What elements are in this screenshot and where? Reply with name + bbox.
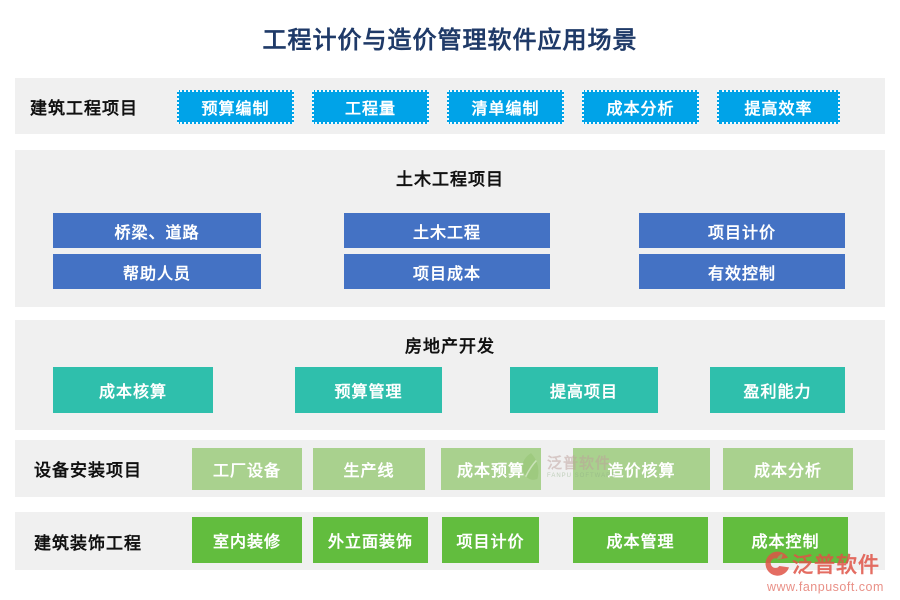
equipment-item-factory-equipment: 工厂设备 xyxy=(192,448,302,490)
equipment-item-cost-budget: 成本预算 xyxy=(441,448,541,490)
equipment-section-label: 设备安装项目 xyxy=(34,461,142,480)
building-section-label: 建筑工程项目 xyxy=(30,98,138,118)
section-equipment-installation: 设备安装项目 工厂设备 生产线 成本预算 造价核算 成本分析 xyxy=(15,440,885,497)
building-item-budget-compilation: 预算编制 xyxy=(177,90,294,124)
decoration-item-interior: 室内装修 xyxy=(192,517,302,563)
civil-item-project-cost: 项目成本 xyxy=(344,254,550,289)
realestate-item-budget-management: 预算管理 xyxy=(295,367,442,413)
realestate-item-profitability: 盈利能力 xyxy=(710,367,845,413)
corner-watermark: 泛普软件 www.fanpusoft.com xyxy=(763,549,884,594)
civil-item-bridges-roads: 桥梁、道路 xyxy=(53,213,261,248)
corner-watermark-url: www.fanpusoft.com xyxy=(767,580,884,594)
decoration-item-facade: 外立面装饰 xyxy=(313,517,428,563)
section-building-projects: 建筑工程项目 预算编制 工程量 清单编制 成本分析 提高效率 xyxy=(15,78,885,134)
decoration-section-label: 建筑装饰工程 xyxy=(34,533,142,553)
realestate-item-improve-project: 提高项目 xyxy=(510,367,658,413)
civil-item-effective-control: 有效控制 xyxy=(639,254,845,289)
equipment-item-production-line: 生产线 xyxy=(313,448,425,490)
building-item-quantity: 工程量 xyxy=(312,90,429,124)
equipment-item-cost-accounting: 造价核算 xyxy=(573,448,710,490)
real-estate-section-header: 房地产开发 xyxy=(405,337,495,356)
page-title: 工程计价与造价管理软件应用场景 xyxy=(262,27,638,54)
equipment-item-cost-analysis: 成本分析 xyxy=(723,448,853,490)
civil-item-project-pricing: 项目计价 xyxy=(639,213,845,248)
decoration-item-cost-management: 成本管理 xyxy=(573,517,708,563)
building-item-efficiency: 提高效率 xyxy=(717,90,840,124)
decoration-item-project-pricing: 项目计价 xyxy=(442,517,539,563)
building-item-list-compilation: 清单编制 xyxy=(447,90,564,124)
section-decoration-engineering: 建筑装饰工程 室内装修 外立面装饰 项目计价 成本管理 成本控制 xyxy=(15,512,885,570)
section-civil-projects: 土木工程项目 桥梁、道路 土木工程 项目计价 帮助人员 项目成本 有效控制 xyxy=(15,150,885,307)
civil-item-support-staff: 帮助人员 xyxy=(53,254,261,289)
building-item-cost-analysis: 成本分析 xyxy=(582,90,699,124)
section-real-estate: 房地产开发 成本核算 预算管理 提高项目 盈利能力 xyxy=(15,320,885,430)
corner-watermark-brand: 泛普软件 xyxy=(792,554,880,577)
fanpu-logo-icon xyxy=(765,551,790,576)
realestate-item-cost-accounting: 成本核算 xyxy=(53,367,213,413)
civil-section-header: 土木工程项目 xyxy=(396,170,504,189)
civil-item-civil-engineering: 土木工程 xyxy=(344,213,550,248)
